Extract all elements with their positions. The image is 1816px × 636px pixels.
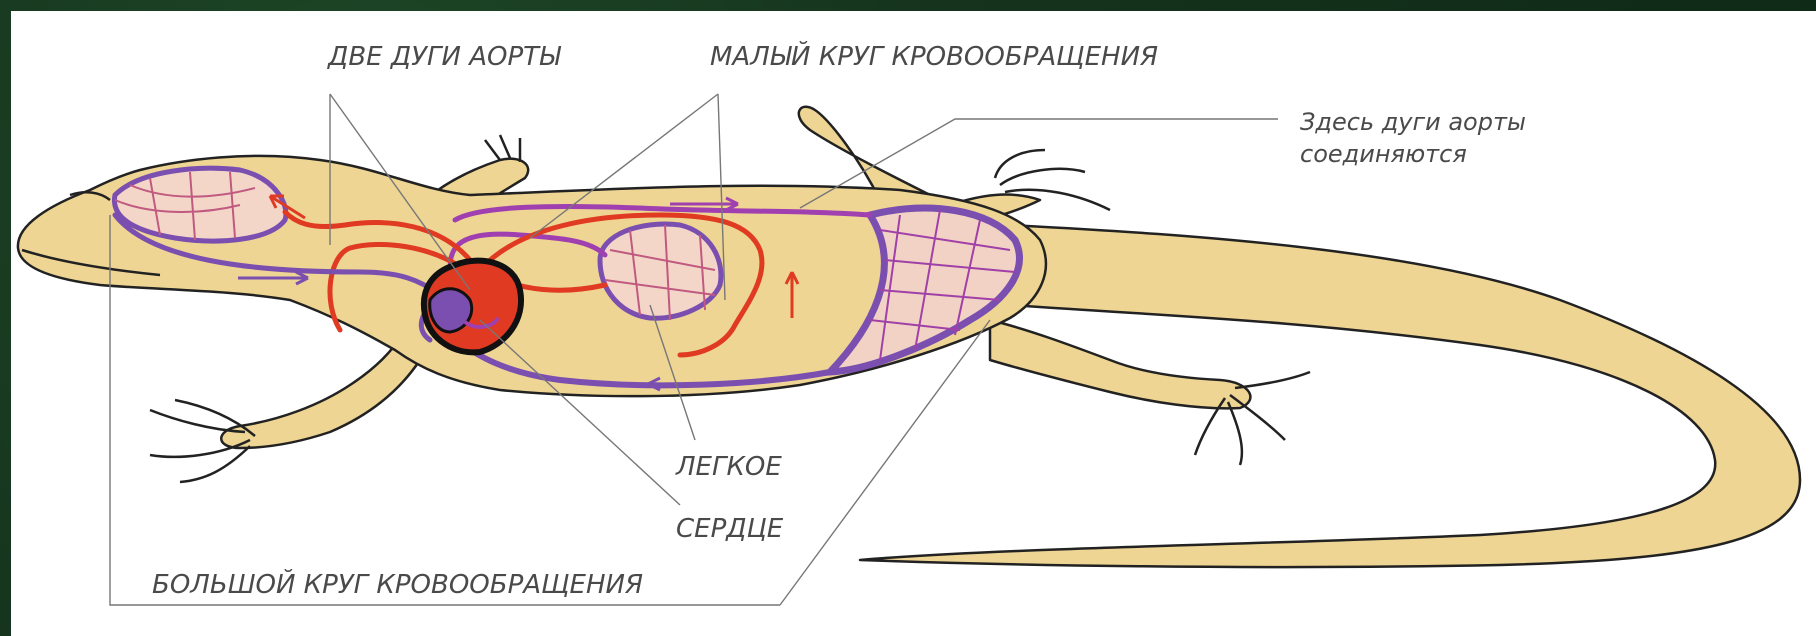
head-capillary-network (114, 168, 285, 241)
label-arches-join-line2: соединяются (1300, 140, 1467, 168)
heart (424, 261, 521, 353)
diagram-panel: ДВЕ ДУГИ АОРТЫ МАЛЫЙ КРУГ КРОВООБРАЩЕНИЯ… (11, 11, 1816, 636)
label-pulmonary-circulation: МАЛЫЙ КРУГ КРОВООБРАЩЕНИЯ (710, 40, 1158, 72)
lung-capillary-network (600, 224, 721, 320)
label-lung: ЛЕГКОЕ (675, 452, 782, 482)
label-heart: СЕРДЦЕ (676, 514, 784, 544)
label-systemic-circulation: БОЛЬШОЙ КРУГ КРОВООБРАЩЕНИЯ (152, 568, 643, 600)
lizard-circulation-diagram: ДВЕ ДУГИ АОРТЫ МАЛЫЙ КРУГ КРОВООБРАЩЕНИЯ… (11, 11, 1816, 636)
label-arches-join-line1: Здесь дуги аорты (1300, 108, 1526, 136)
label-two-aortic-arches: ДВЕ ДУГИ АОРТЫ (327, 42, 562, 72)
lizard-leg-lower-back (990, 320, 1250, 408)
